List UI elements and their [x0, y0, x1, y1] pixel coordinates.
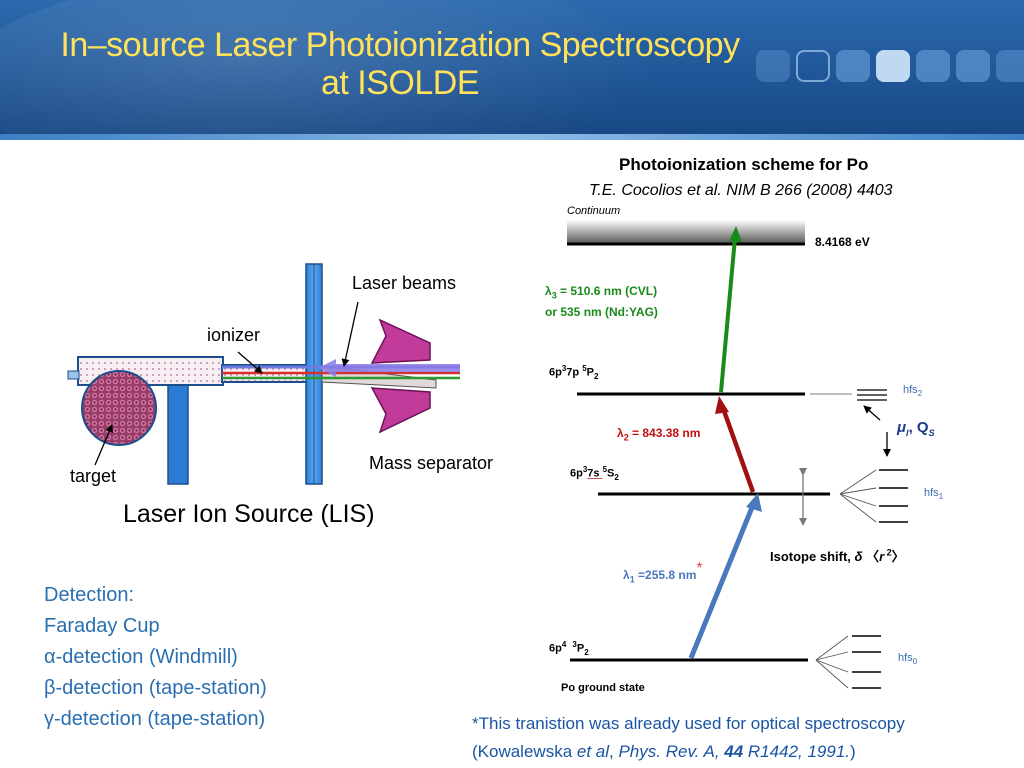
pointer-ionizer [237, 351, 263, 374]
continuum-band [567, 220, 805, 244]
lambda2-transition [720, 407, 756, 493]
extraction-electrode-lower [370, 387, 431, 434]
detection-item: Faraday Cup [44, 615, 160, 637]
lambda1-transition [688, 504, 756, 659]
ionization-energy-label: 8.4168 eV [815, 235, 870, 249]
detection-title: Detection: [44, 584, 135, 606]
lis-caption: Laser Ion Source (LIS) [123, 500, 375, 528]
lambda2-arrowhead [715, 396, 729, 414]
slide-title: In–source Laser Photoionization Spectros… [30, 26, 770, 102]
footnote-line-1: *This tranistion was already used for op… [472, 714, 905, 733]
lambda3-transition [719, 237, 737, 393]
hfs0-label: hfs0 [898, 652, 918, 667]
detection-item: α-detection (Windmill) [44, 646, 238, 668]
hfs2-label: hfs2 [903, 384, 923, 399]
detection-item: β-detection (tape-station) [44, 677, 267, 699]
title-line-1: In–source Laser Photoionization Spectros… [60, 26, 740, 64]
header-decoration-square [996, 50, 1024, 82]
label-ionizer: ionizer [207, 325, 261, 345]
level-label-6p4: 6p4 3P2 [549, 640, 589, 657]
label-laser-beams: Laser beams [352, 273, 457, 293]
hfs0-splitting [815, 635, 881, 689]
label-mass-separator: Mass separator [369, 453, 494, 473]
extraction-electrode-upper [370, 318, 431, 364]
header-decoration-square [836, 50, 870, 82]
header-decoration-square [876, 50, 910, 82]
level-label-6p3-7s: 6p37s 5S2 [570, 465, 619, 482]
scheme-reference: T.E. Cocolios et al. NIM B 266 (2008) 44… [589, 182, 893, 199]
lambda3-arrowhead [729, 226, 742, 242]
lambda1-arrowhead [746, 493, 762, 512]
laser-ion-source-diagram [67, 263, 460, 485]
detection-list: Detection: Faraday Cup α-detection (Wind… [44, 580, 267, 735]
lambda3-label: λ3 = 510.6 nm (CVL) or 535 nm (Nd:YAG) [545, 284, 658, 320]
level-label-6p3-7p: 6p37p 5P2 [549, 364, 599, 381]
hfs1-label: hfs1 [924, 487, 944, 502]
header-decoration-square [796, 50, 830, 82]
scheme-heading: Photoionization scheme for Po [619, 155, 869, 174]
pointer-target [94, 424, 113, 466]
lambda2-label: λ2 = 843.38 nm [617, 426, 701, 443]
photoionization-scheme [567, 220, 908, 689]
pointer-laser-beams [341, 301, 359, 367]
label-target: target [70, 466, 117, 486]
header-decoration-square [916, 50, 950, 82]
footnote-line-2: (Kowalewska et al, Phys. Rev. A, 44 R144… [472, 742, 856, 761]
target-material [81, 370, 157, 446]
ground-state-label: Po ground state [561, 682, 645, 694]
lambda1-label: λ1 =255.8 nm* [623, 560, 703, 585]
footnote: *This tranistion was already used for op… [472, 710, 905, 766]
hfs2-pointer [863, 405, 881, 421]
continuum-label: Continuum [567, 205, 621, 217]
detection-item: γ-detection (tape-station) [44, 708, 266, 730]
laser-direction-arrow [318, 359, 460, 377]
moments-label: μI, QS [897, 419, 935, 438]
isotope-shift-label: Isotope shift, δ 〈r 2〉 [770, 547, 905, 564]
target-support-leg [167, 383, 189, 485]
title-line-2: at ISOLDE [320, 64, 480, 102]
slide-header: In–source Laser Photoionization Spectros… [0, 0, 1024, 140]
header-decoration-square [956, 50, 990, 82]
header-decoration-square [756, 50, 790, 82]
hfs1-splitting [839, 469, 908, 523]
target-stub [67, 370, 80, 380]
